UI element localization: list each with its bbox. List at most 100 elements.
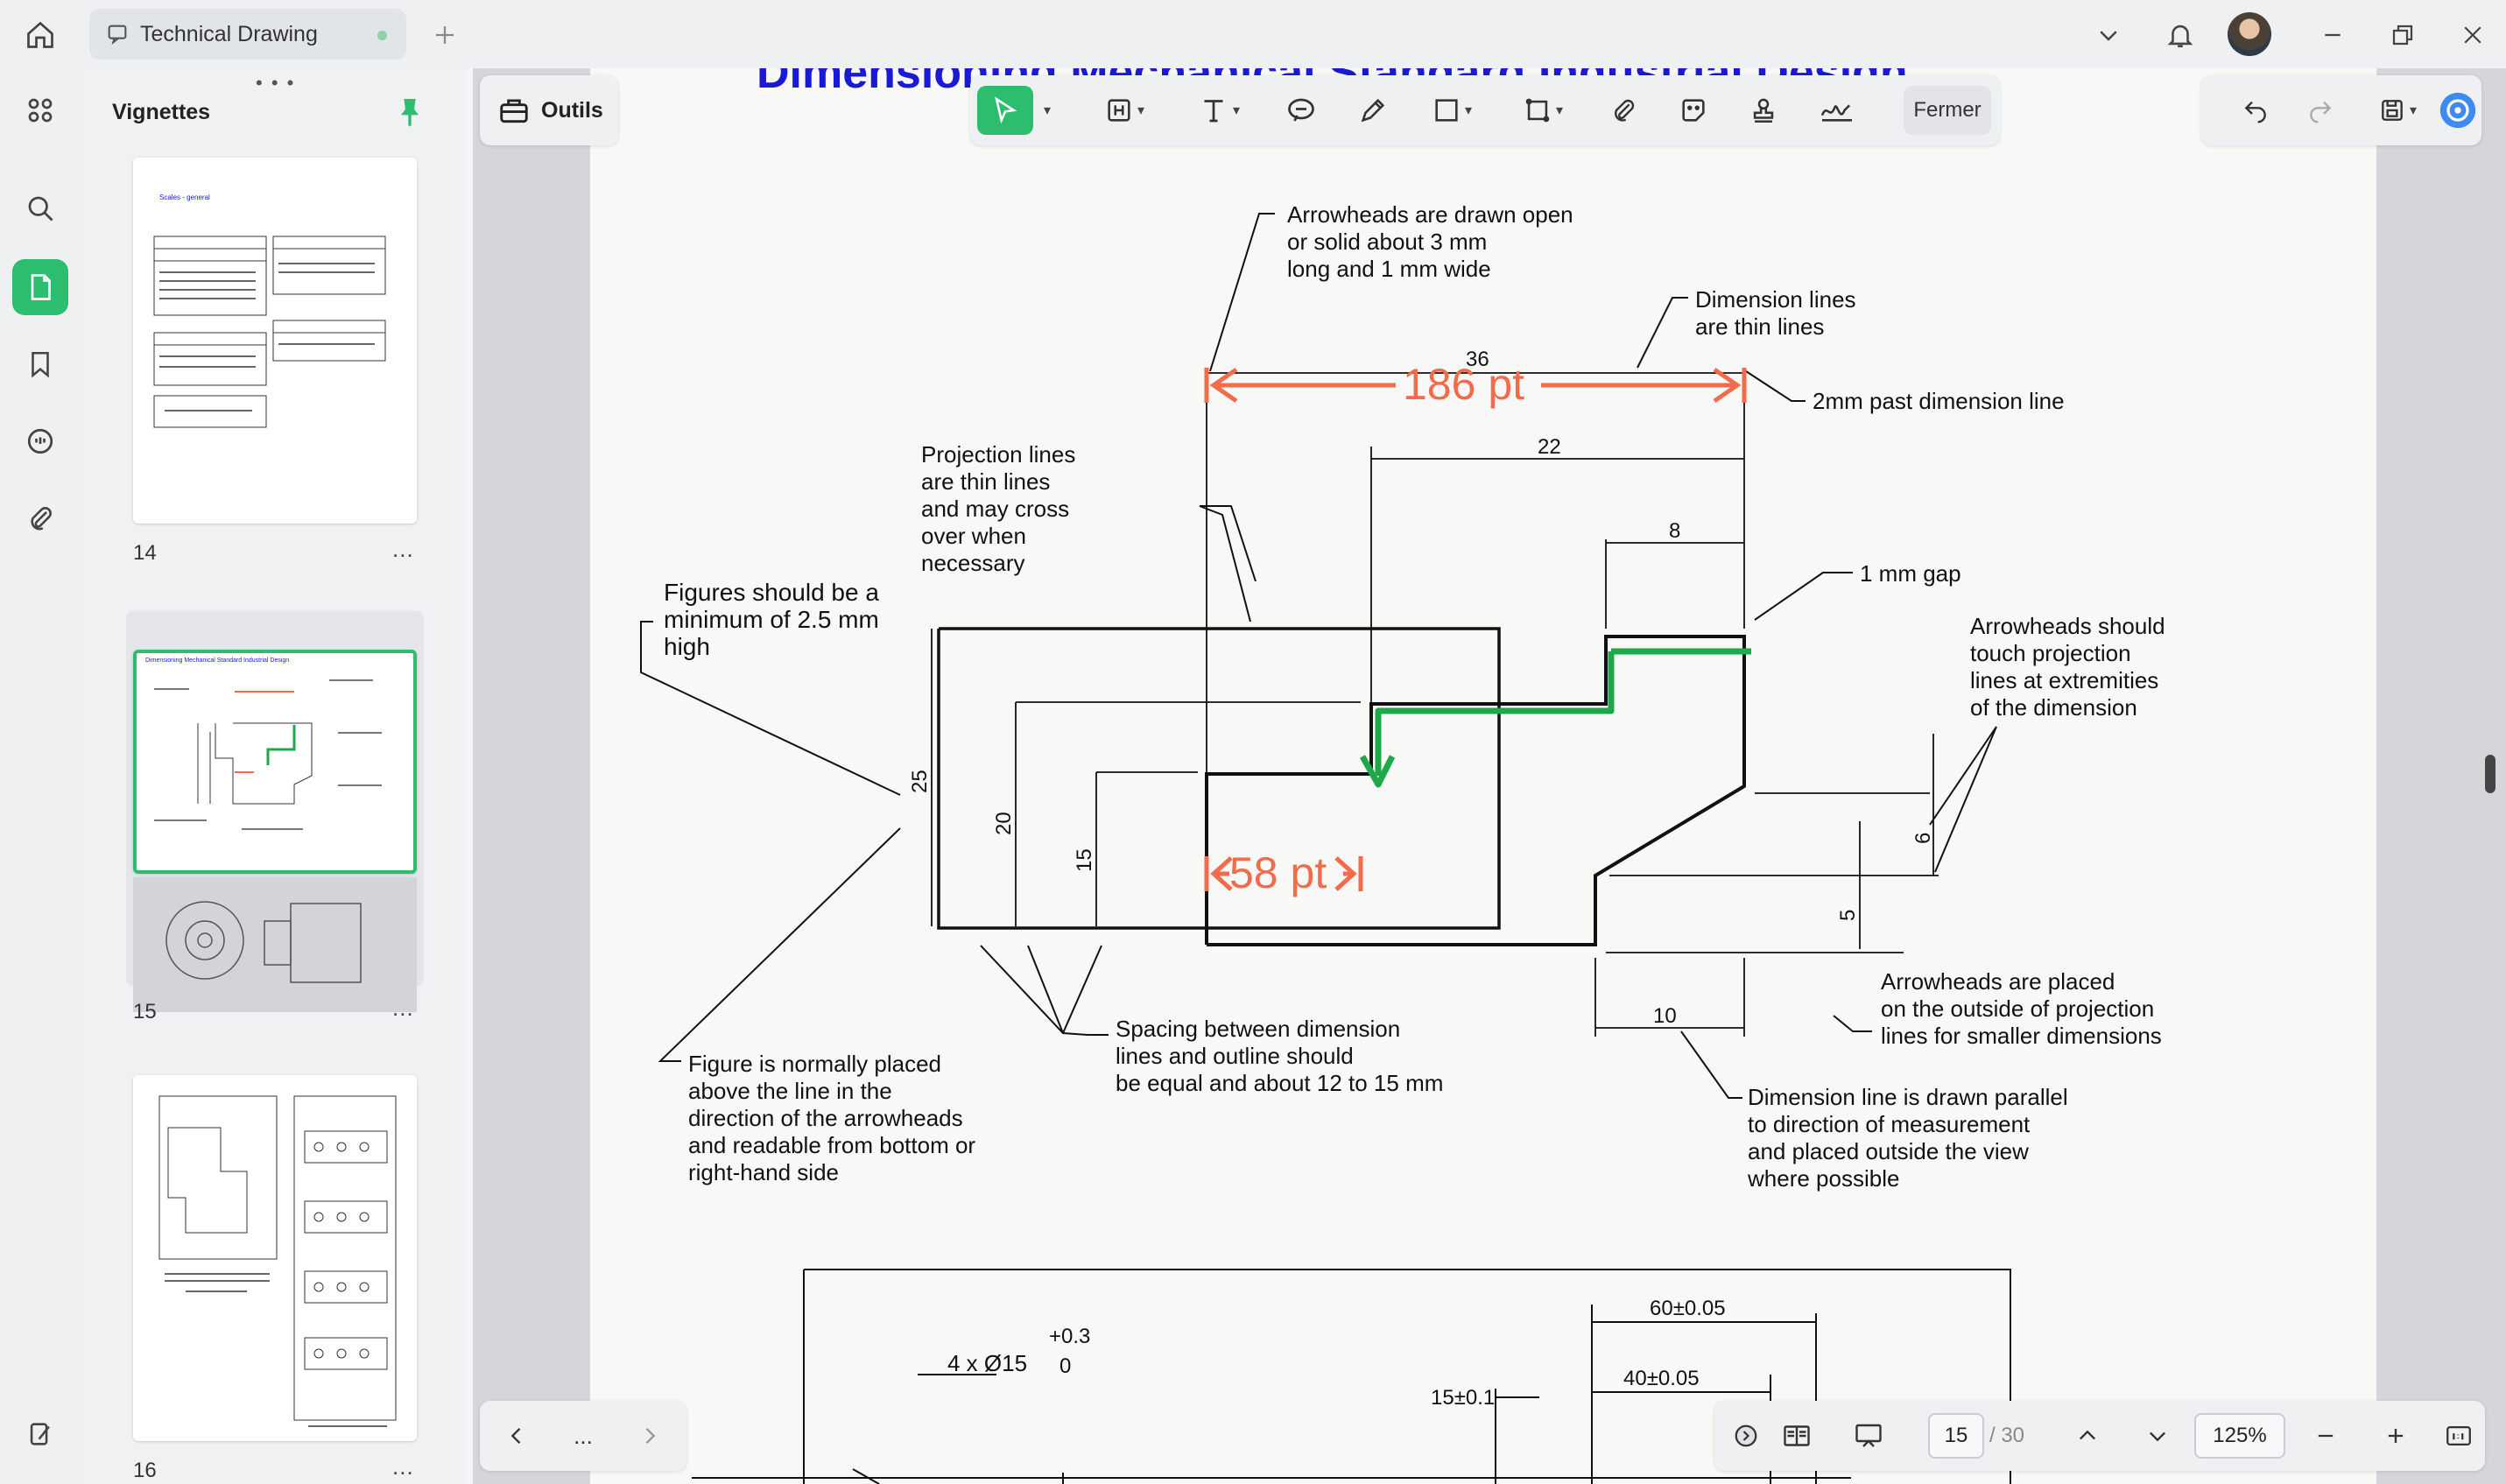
- thumb-heading: Dimensioning Mechanical Standard Industr…: [145, 658, 289, 664]
- thumbnail-more-button[interactable]: ...: [392, 536, 414, 562]
- signature-tool-button[interactable]: [1809, 86, 1865, 135]
- actual-size-button[interactable]: [2434, 1411, 2483, 1460]
- restore-button[interactable]: [2380, 12, 2425, 58]
- page-total: / 30: [1989, 1424, 2025, 1447]
- crop-tool-button[interactable]: ▾: [1508, 86, 1578, 135]
- thumbnail-more-button[interactable]: ...: [392, 995, 414, 1021]
- thumbnail-more-button[interactable]: ...: [392, 1453, 414, 1480]
- close-icon: [2464, 26, 2481, 44]
- title-bar: Technical Drawing: [0, 0, 2506, 68]
- annotation-text: Arrowheads are placed: [1881, 968, 2115, 995]
- vertical-scrollbar-thumb[interactable]: [2485, 755, 2495, 793]
- thumbnail-page-14[interactable]: Scales - general: [133, 158, 417, 524]
- ai-assistant-icon: [2439, 92, 2476, 129]
- zoom-level[interactable]: 125%: [2194, 1413, 2285, 1459]
- minimize-button[interactable]: [2310, 12, 2355, 58]
- page-layout-button[interactable]: [1772, 1411, 1821, 1460]
- zoom-in-button[interactable]: [2371, 1411, 2420, 1460]
- feather-icon: [30, 1423, 50, 1445]
- previous-page-button[interactable]: [2063, 1411, 2112, 1460]
- dimension-label: 36: [1466, 348, 1489, 371]
- rail-ai-button[interactable]: [12, 1406, 68, 1462]
- undo-button[interactable]: [2231, 86, 2280, 135]
- thumb-heading: Scales - general: [159, 193, 210, 201]
- thumbnail-page-15[interactable]: Dimensioning Mechanical Standard Industr…: [133, 650, 417, 874]
- measurement-label: 186 pt: [1403, 360, 1524, 409]
- rectangle-icon: [1435, 99, 1458, 122]
- new-tab-button[interactable]: [426, 16, 464, 54]
- rail-search-button[interactable]: [12, 180, 68, 236]
- chevron-down-icon: [2100, 31, 2117, 41]
- dimension-label: 60±0.05: [1650, 1297, 1726, 1320]
- save-button[interactable]: ▾: [2362, 86, 2432, 135]
- close-toolbar-button[interactable]: Fermer: [1904, 86, 1991, 135]
- panel-resize-grip[interactable]: • • •: [256, 72, 296, 94]
- annotation-text: and readable from bottom or: [688, 1132, 975, 1158]
- grid-icon: [28, 98, 53, 123]
- highlight-tool-button[interactable]: ▾: [1086, 86, 1163, 135]
- select-tool-dropdown[interactable]: ▾: [1033, 86, 1058, 135]
- stamp-tool-button[interactable]: [1739, 86, 1788, 135]
- forward-button[interactable]: [625, 1411, 674, 1460]
- presentation-button[interactable]: [1844, 1411, 1893, 1460]
- rail-thumbnails-button[interactable]: [12, 259, 68, 315]
- thumbnail-page-15-lower: [133, 877, 417, 1012]
- notifications-button[interactable]: [2158, 12, 2203, 58]
- rail-bookmarks-button[interactable]: [12, 336, 68, 392]
- dimension-label: 8: [1669, 519, 1680, 543]
- thumbnail-page-number: 16: [133, 1459, 157, 1482]
- sticker-tool-button[interactable]: [1669, 86, 1718, 135]
- rail-apps-button[interactable]: [12, 82, 68, 138]
- annotation-text: are thin lines: [1695, 313, 1824, 340]
- annotation-text: be equal and about 12 to 15 mm: [1116, 1070, 1443, 1096]
- shape-tool-button[interactable]: ▾: [1417, 86, 1487, 135]
- redo-button[interactable]: [2296, 86, 2345, 135]
- rail-attachments-button[interactable]: [12, 490, 68, 546]
- document-viewport[interactable]: Dimensioning Mechanical Standard Industr…: [473, 68, 2506, 1484]
- document-tab[interactable]: Technical Drawing: [89, 9, 406, 60]
- annotation-text: above the line in the: [688, 1078, 892, 1104]
- panel-title: Vignettes: [112, 100, 211, 124]
- right-toolbar: ▾: [2201, 75, 2481, 145]
- annotation-text: to direction of measurement: [1748, 1111, 2031, 1137]
- tolerance-plus: +0.3: [1049, 1325, 1090, 1348]
- thumbnail-page-16[interactable]: [133, 1075, 417, 1441]
- chevron-down-icon: ▾: [1043, 103, 1052, 118]
- annotation-text: lines for smaller dimensions: [1881, 1023, 2162, 1049]
- chevron-down-icon: [2150, 1431, 2165, 1442]
- attach-tool-button[interactable]: [1599, 86, 1648, 135]
- rail-comments-button[interactable]: [12, 413, 68, 469]
- pin-icon[interactable]: [392, 93, 427, 131]
- collapse-bar-button[interactable]: [1721, 1411, 1770, 1460]
- annotation-text: Arrowheads should: [1970, 613, 2165, 639]
- annotation-text: long and 1 mm wide: [1287, 256, 1491, 282]
- chevron-up-icon: [2080, 1430, 2095, 1440]
- pen-tool-button[interactable]: [1348, 86, 1397, 135]
- next-page-button[interactable]: [2133, 1411, 2182, 1460]
- annotation-text: where possible: [1747, 1165, 1899, 1192]
- annotation-text: Figures should be a: [664, 579, 879, 606]
- dimension-label: 25: [908, 770, 932, 793]
- more-button[interactable]: ...: [574, 1422, 593, 1449]
- home-icon: [27, 21, 53, 48]
- tools-menu-button[interactable]: Outils: [480, 75, 618, 145]
- close-window-button[interactable]: [2450, 12, 2495, 58]
- zoom-out-button[interactable]: [2301, 1411, 2350, 1460]
- back-button[interactable]: [492, 1411, 541, 1460]
- annotation-text: Dimension lines: [1695, 286, 1856, 313]
- thumbnail-preview: Scales - general: [153, 193, 386, 428]
- ai-assistant-button[interactable]: [2436, 86, 2480, 135]
- user-avatar[interactable]: [2228, 12, 2271, 56]
- chevron-right-circle-icon: [1735, 1424, 1757, 1447]
- sticker-icon: [1682, 99, 1705, 122]
- comment-tool-button[interactable]: [1277, 86, 1326, 135]
- tabs-dropdown-button[interactable]: [2086, 12, 2131, 58]
- select-tool-button[interactable]: [977, 86, 1033, 135]
- page-number-input[interactable]: 15: [1928, 1413, 1984, 1459]
- home-button[interactable]: [16, 11, 65, 60]
- thumbnail-page-number: 14: [133, 541, 157, 565]
- text-tool-button[interactable]: ▾: [1180, 86, 1257, 135]
- stamp-icon: [1753, 98, 1774, 123]
- annotation-text: and may cross: [921, 496, 1069, 522]
- minus-icon: [2318, 1434, 2334, 1438]
